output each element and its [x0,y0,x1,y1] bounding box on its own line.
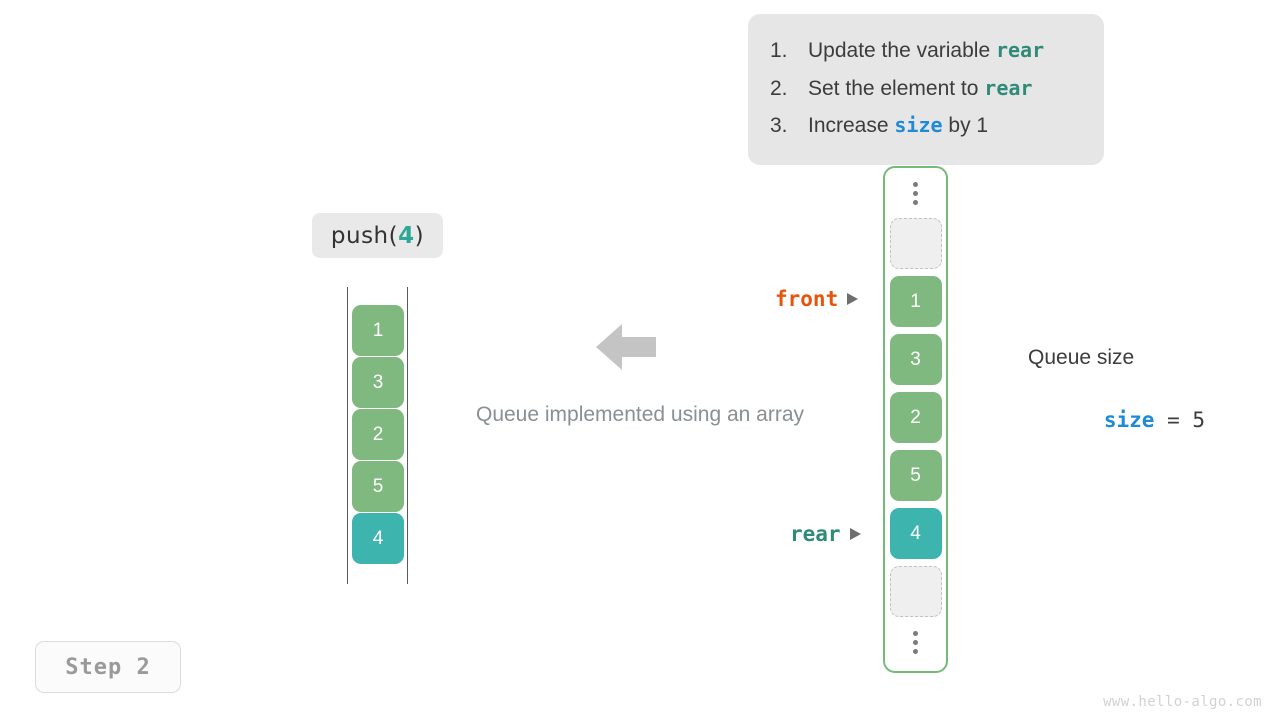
left-queue-cells: 1 3 2 5 4 [352,305,404,564]
instruction-number: 3. [770,114,788,137]
front-pointer: front [775,287,859,311]
instruction-card: 1. Update the variable rear 2. Set the e… [748,14,1104,165]
rear-pointer: rear [790,522,861,546]
arrow-right-icon [849,528,861,540]
queue-size-block: Queue size size = 5 [1028,343,1205,456]
step-badge: Step 2 [35,641,181,693]
watermark: www.hello-algo.com [1103,694,1262,710]
memory-cells: 1 3 2 5 4 [889,218,942,617]
instruction-text: Set the element to [808,76,985,100]
operation-name: push( [330,222,399,249]
size-value: 5 [1192,408,1206,432]
keyword-size: size [894,113,943,137]
instruction-text-post: by 1 [942,114,989,137]
instruction-text: Increase [808,114,895,137]
size-equals: = [1154,408,1193,432]
size-variable: size [1103,408,1155,432]
memory-cell: 3 [889,334,942,385]
memory-array-container: 1 3 2 5 4 [883,166,948,673]
front-pointer-label: front [775,287,839,311]
left-arrow-icon [596,322,656,372]
operation-close-paren: ) [414,222,425,249]
diagram-caption: Queue implemented using an array [475,403,805,426]
queue-cell: 5 [352,461,404,512]
instruction-item-3: 3. Increase size by 1 [770,107,1082,145]
operation-label: push(4) [312,213,443,258]
memory-cell: 2 [889,392,942,443]
memory-cell: 5 [889,450,942,501]
instruction-text: Update the variable [808,39,996,62]
ellipsis-top-icon [913,168,918,218]
array-rail-right [407,287,408,584]
instruction-number: 2. [770,76,788,100]
left-queue-array: 1 3 2 5 4 [347,287,408,584]
memory-cell-empty [889,218,942,269]
queue-cell: 2 [352,409,404,460]
queue-cell: 3 [352,357,404,408]
operation-argument: 4 [398,222,415,249]
memory-cell: 1 [889,276,942,327]
memory-cell-new: 4 [889,508,942,559]
instruction-item-1: 1. Update the variable rear [770,32,1082,70]
instruction-item-2: 2. Set the element to rear [770,70,1082,108]
keyword-rear: rear [984,75,1033,100]
keyword-rear: rear [995,38,1045,62]
instruction-number: 1. [770,39,788,62]
queue-cell: 1 [352,305,404,356]
queue-size-expression: size = 5 [1028,384,1205,456]
ellipsis-bottom-icon [913,617,918,667]
array-rail-left [347,287,348,584]
queue-size-title: Queue size [1028,346,1135,369]
memory-cell-empty [889,566,942,617]
rear-pointer-label: rear [790,522,841,546]
queue-cell-new: 4 [352,513,404,564]
arrow-right-icon [847,293,859,305]
